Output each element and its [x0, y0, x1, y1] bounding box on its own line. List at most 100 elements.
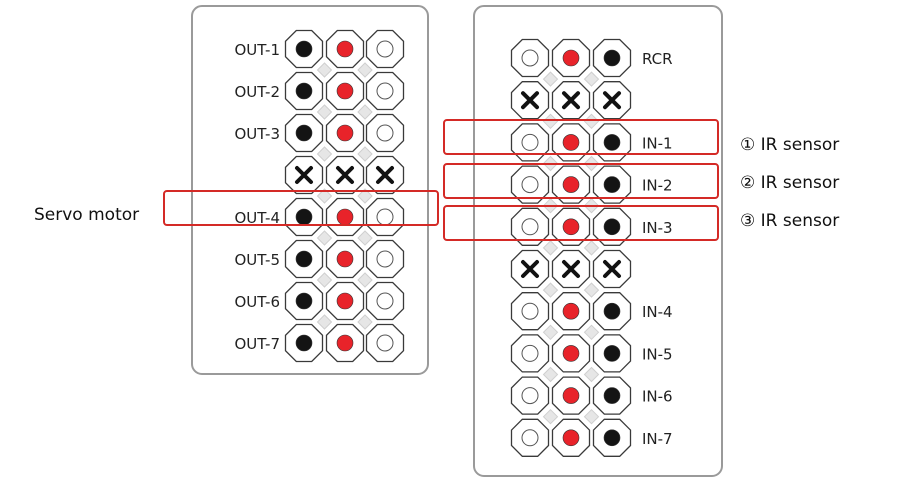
grid-diamond-filler: [542, 366, 559, 383]
grid-diamond-filler: [583, 408, 600, 425]
black-pin-dot: [295, 82, 313, 100]
pin-label: IN-5: [642, 345, 673, 363]
black-pin-dot: [295, 334, 313, 352]
servo-highlight-box: [163, 190, 439, 226]
grid-diamond-filler: [542, 324, 559, 341]
red-pin-dot: [562, 49, 580, 67]
red-pin-dot: [336, 250, 354, 268]
grid-diamond-filler: [583, 71, 600, 87]
red-pin-dot: [562, 345, 580, 362]
grid-diamond-filler: [583, 113, 600, 130]
grid-diamond-filler: [357, 62, 373, 78]
pin-label: OUT-7: [234, 335, 280, 353]
unused-pin-x-icon: [562, 260, 580, 278]
red-pin-dot: [336, 82, 354, 100]
red-pin-dot: [336, 208, 354, 226]
red-pin-dot: [336, 40, 354, 58]
black-pin-dot: [295, 208, 313, 226]
grid-diamond-filler: [357, 104, 373, 120]
unused-pin-x-icon: [295, 166, 313, 184]
white-pin-dot: [376, 292, 394, 310]
white-pin-dot: [521, 302, 539, 320]
grid-diamond-filler: [542, 282, 559, 298]
pin-label: OUT-2: [234, 83, 280, 101]
in3-highlight-box: [443, 205, 719, 241]
unused-pin-x-icon: [562, 91, 580, 110]
white-pin-dot: [521, 176, 539, 194]
white-pin-dot: [376, 250, 394, 268]
pin-label: IN-7: [642, 430, 673, 448]
pin-label: OUT-6: [234, 293, 280, 311]
ir-sensor-3-label: ③ IR sensor: [740, 211, 839, 231]
black-pin-dot: [603, 134, 621, 151]
red-pin-dot: [562, 218, 580, 236]
in2-highlight-box: [443, 163, 719, 199]
grid-diamond-filler: [316, 272, 333, 288]
black-pin-dot: [603, 429, 621, 447]
black-pin-dot: [603, 176, 621, 193]
red-pin-dot: [562, 176, 580, 193]
black-pin-dot: [603, 302, 621, 320]
pin-label: IN-6: [642, 388, 673, 406]
grid-diamond-filler: [542, 408, 559, 425]
red-pin-dot: [336, 292, 354, 310]
grid-diamond-filler: [583, 240, 600, 256]
white-pin-dot: [521, 387, 539, 405]
grid-diamond-filler: [357, 314, 373, 330]
black-pin-dot: [603, 345, 621, 362]
grid-diamond-filler: [542, 240, 559, 256]
unused-pin-x-icon: [521, 91, 539, 110]
grid-diamond-filler: [542, 113, 559, 130]
servo-motor-label: Servo motor: [34, 205, 139, 225]
ir-sensor-1-label: ① IR sensor: [740, 135, 839, 155]
red-pin-dot: [336, 334, 354, 352]
grid-diamond-filler: [316, 314, 333, 330]
white-pin-dot: [376, 124, 394, 142]
black-pin-dot: [295, 40, 313, 58]
black-pin-dot: [603, 218, 621, 236]
grid-diamond-filler: [316, 62, 333, 78]
unused-pin-x-icon: [376, 166, 394, 184]
red-pin-dot: [562, 387, 580, 404]
pin-label: IN-1: [642, 134, 673, 152]
white-pin-dot: [376, 40, 394, 58]
black-pin-dot: [603, 387, 621, 404]
grid-diamond-filler: [316, 104, 333, 120]
white-pin-dot: [376, 208, 394, 226]
white-pin-dot: [521, 344, 539, 362]
in1-highlight-box: [443, 119, 719, 155]
grid-diamond-filler: [316, 230, 333, 246]
unused-pin-x-icon: [521, 260, 539, 278]
white-pin-dot: [376, 334, 394, 352]
pin-label: IN-4: [642, 303, 673, 321]
pin-label: OUT-4: [234, 209, 280, 227]
black-pin-dot: [295, 250, 313, 268]
ir-sensor-2-label: ② IR sensor: [740, 173, 839, 193]
pin-label: IN-2: [642, 177, 673, 195]
pin-label: RCR: [642, 50, 673, 68]
red-pin-dot: [336, 124, 354, 142]
grid-diamond-filler: [583, 324, 600, 341]
black-pin-dot: [295, 124, 313, 142]
white-pin-dot: [521, 49, 539, 67]
white-pin-dot: [521, 133, 539, 151]
grid-diamond-filler: [357, 272, 373, 288]
white-pin-dot: [521, 218, 539, 236]
pin-label: OUT-3: [234, 125, 280, 143]
black-pin-dot: [603, 49, 621, 67]
grid-diamond-filler: [357, 188, 373, 204]
white-pin-dot: [521, 429, 539, 447]
pin-label: IN-3: [642, 219, 673, 237]
white-pin-dot: [376, 82, 394, 100]
unused-pin-x-icon: [603, 91, 621, 110]
grid-diamond-filler: [542, 71, 559, 87]
grid-diamond-filler: [357, 146, 373, 162]
unused-pin-x-icon: [336, 166, 354, 184]
pin-label: OUT-5: [234, 251, 280, 269]
unused-pin-x-icon: [603, 260, 621, 278]
grid-diamond-filler: [357, 230, 373, 246]
red-pin-dot: [562, 134, 580, 151]
grid-diamond-filler: [316, 188, 333, 204]
